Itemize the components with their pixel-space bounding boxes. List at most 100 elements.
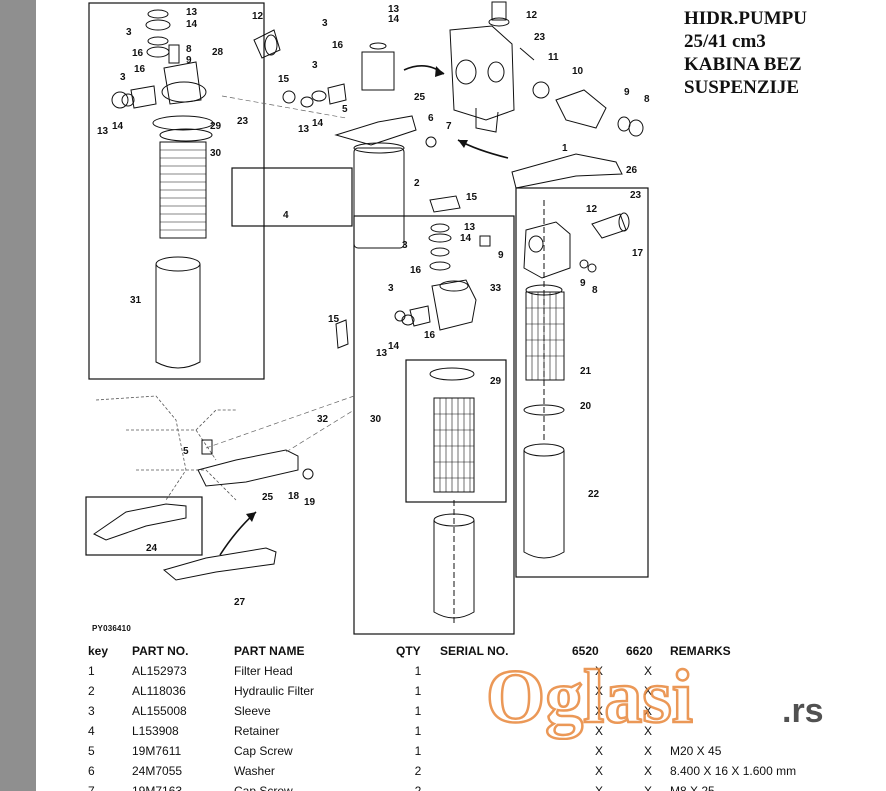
cell-qty: 1 [414,744,422,758]
cell-part-name: Cap Screw [234,744,293,758]
callout: 13 [298,124,310,135]
cell-part-name: Washer [234,764,275,778]
header-remarks: REMARKS [670,644,731,658]
callout: 9 [624,87,630,98]
filter-assembly-frame-left [88,2,265,380]
filter-assembly-frame-right [515,187,649,578]
cell-key: 2 [88,684,95,698]
cell-part-name: Sleeve [234,704,271,718]
callout: 9 [186,55,192,66]
callout: 21 [580,366,592,377]
cell-6520: X [594,684,603,698]
callout: 17 [632,248,644,259]
callout: 9 [580,278,586,289]
callout: 13 [376,348,388,359]
cell-part-name: Retainer [234,724,280,738]
cell-6520: X [594,744,603,758]
cell-key: 6 [88,764,95,778]
title-line: 25/41 cm3 [684,31,766,52]
callout: 16 [332,40,344,51]
parts-table: key PART NO. PART NAME QTY SERIAL NO. 65… [88,641,850,791]
callout: 24 [146,543,158,554]
cell-6620: X [643,764,652,778]
cell-6520: X [594,664,603,678]
header-serial-no: SERIAL NO. [440,644,509,658]
callout: 4 [283,210,289,221]
callout: 12 [586,204,598,215]
callout: 13 [186,7,198,18]
callout: 13 [97,126,109,137]
callout: 29 [490,376,502,387]
cell-key: 1 [88,664,95,678]
cell-qty: 1 [414,664,422,678]
cell-part-name: Filter Head [234,664,293,678]
callout: 12 [252,11,264,22]
cell-key: 7 [88,784,95,791]
callout: 9 [498,250,504,261]
callout: 14 [186,19,198,30]
cell-part-no: AL118036 [132,684,186,698]
callout: 8 [186,44,192,55]
cell-part-no: AL152973 [132,664,187,678]
callout: 7 [446,121,452,132]
callout: 15 [278,74,290,85]
callout: 18 [288,491,300,502]
cell-part-name: Cap Screw [234,784,293,791]
callout: 16 [424,330,436,341]
callout: 23 [237,116,249,127]
title-line: HIDR.PUMPU [684,8,807,29]
callout: 3 [322,18,328,29]
header-6620: 6620 [626,644,653,658]
callout: 14 [112,121,124,132]
cell-6520: X [594,704,603,718]
callout: 3 [126,27,132,38]
document-title: HIDR.PUMPU 25/41 cm3 KABINA BEZ SUSPENZI… [684,7,807,99]
callout: 14 [312,118,324,129]
cell-key: 5 [88,744,95,758]
cell-6620: X [643,744,652,758]
callout: 12 [526,10,538,21]
callout: 3 [402,240,408,251]
cell-6620: X [643,724,652,738]
callout: 16 [134,64,146,75]
title-line: SUSPENZIJE [684,77,800,98]
callout: 13 [464,222,476,233]
callout: 25 [262,492,274,503]
callout: 5 [342,104,348,115]
watermark-suffix-text: .rs [782,692,824,730]
cell-part-no: L153908 [132,724,179,738]
figure-id: PY036410 [92,624,131,633]
cell-qty: 1 [414,724,422,738]
callout: 14 [460,233,472,244]
callout: 28 [212,47,224,58]
callout: 27 [234,597,246,608]
cell-qty: 1 [414,684,422,698]
callout: 16 [132,48,144,59]
watermark-brand-text: Oglasi [486,655,693,739]
cell-key: 4 [88,724,95,738]
callout: 5 [183,446,189,457]
watermark-logo: Oglasi .rs [486,654,824,740]
cell-part-no: 19M7611 [132,744,182,758]
table-row: 2 AL118036 Hydraulic Filter 1 X X [88,681,850,701]
parts-catalog-page: 13 14 3 16 8 9 28 3 16 13 14 29 30 23 4 … [36,0,886,791]
cell-serial [440,741,572,761]
callout: 3 [388,283,394,294]
header-part-no: PART NO. [132,644,189,658]
cell-key: 3 [88,704,95,718]
header-6520: 6520 [572,644,599,658]
callout: 11 [548,52,559,63]
callout: 32 [317,414,329,425]
table-row: 1 AL152973 Filter Head 1 X X [88,661,850,681]
cell-serial [440,781,572,791]
header-qty: QTY [396,644,421,658]
cell-serial [440,761,572,781]
callout: 19 [304,497,316,508]
table-row: 7 19M7163 Cap Screw 2 X X M8 X 25 [88,781,850,791]
table-header-row: key PART NO. PART NAME QTY SERIAL NO. 65… [88,641,850,661]
cell-part-no: 19M7163 [132,784,183,791]
title-line: KABINA BEZ [684,54,802,75]
table-row: 6 24M7055 Washer 2 X X 8.400 X 16 X 1.60… [88,761,850,781]
cell-6620: X [643,704,652,718]
callout: 14 [388,14,400,25]
